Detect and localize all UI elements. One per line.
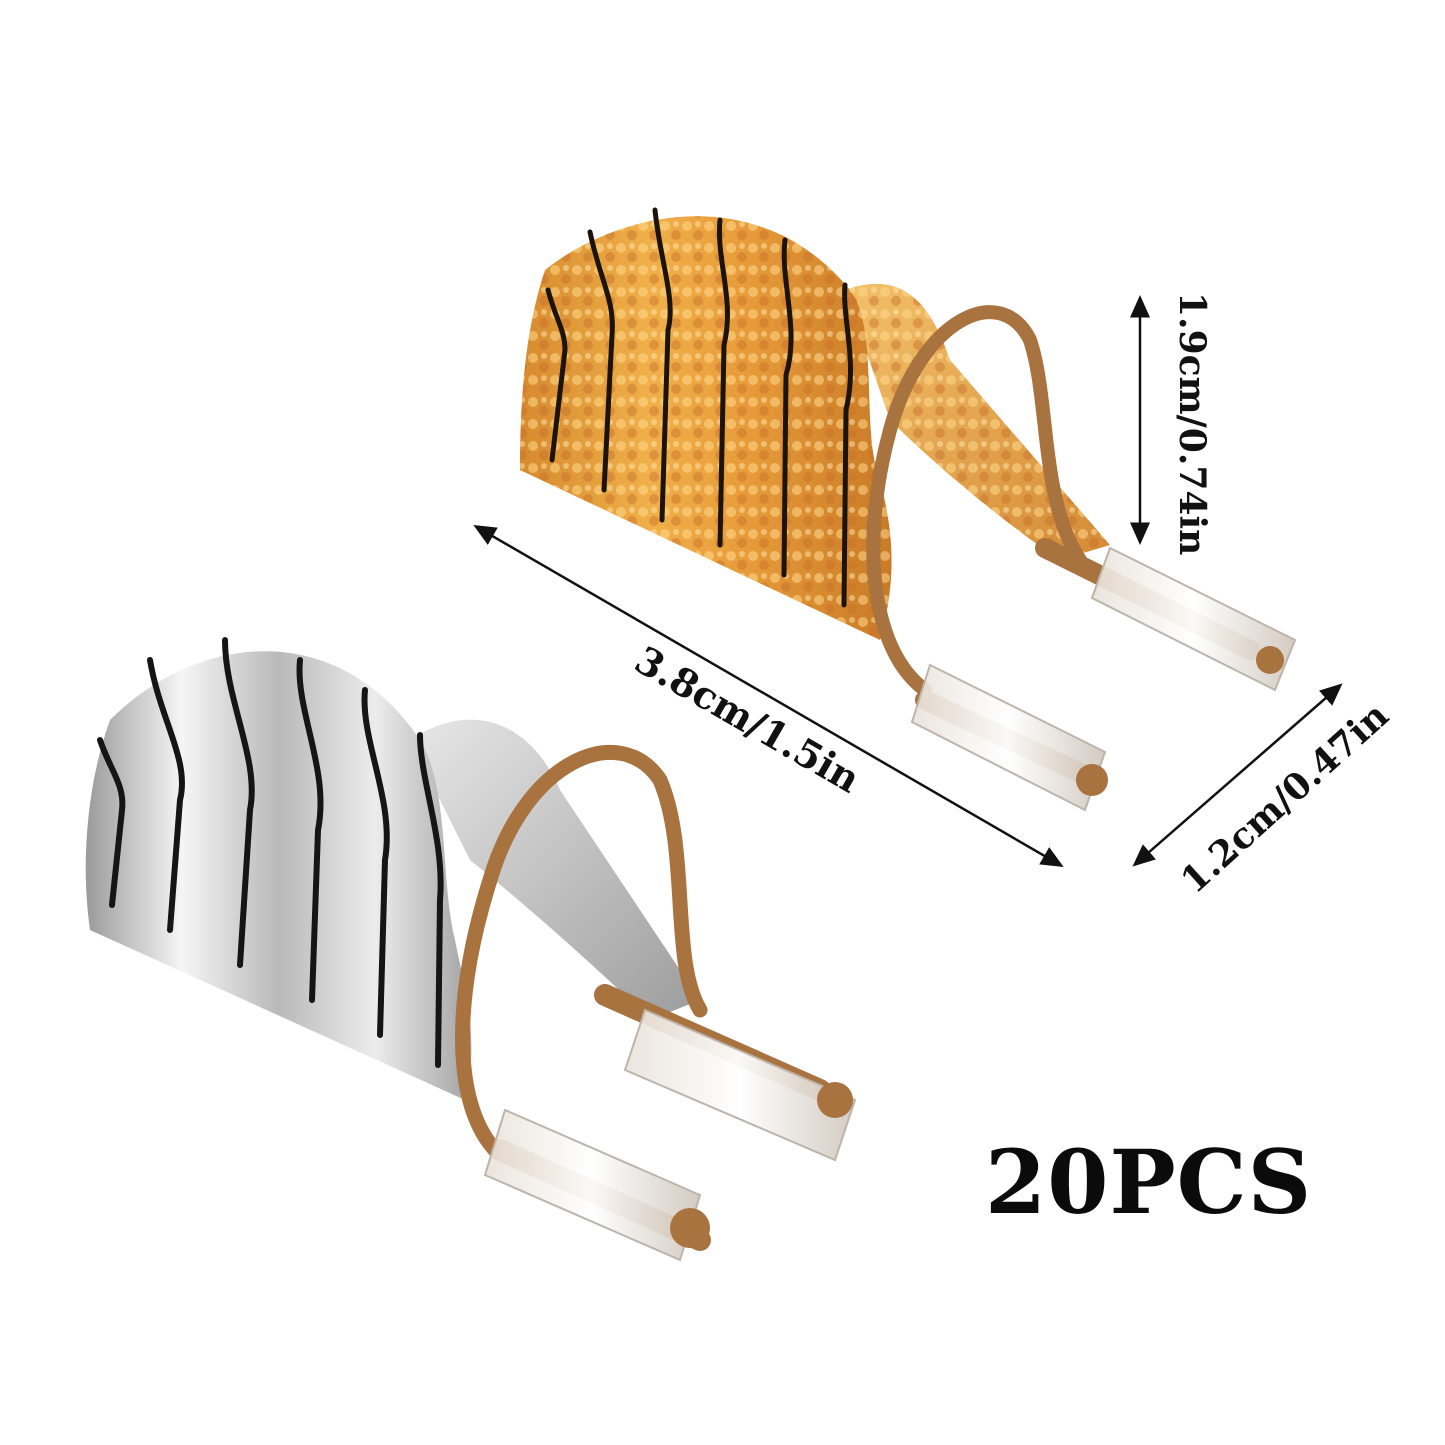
- dimension-arrows: [473, 295, 1343, 868]
- quantity-label: 20PCS: [985, 1130, 1313, 1234]
- gold-form-stripes: [545, 207, 853, 608]
- length-arrow: [473, 524, 1064, 868]
- width-arrow: [1132, 683, 1343, 867]
- gold-form-tube-left: [910, 663, 1108, 812]
- gold-form-tube-right: [1090, 546, 1297, 692]
- width-label: 1.2cm/0.47in: [1173, 694, 1397, 901]
- silver-form-tube-right: [623, 1008, 857, 1162]
- silver-form-tube-left: [483, 1108, 710, 1262]
- height-label: 1.9cm/0.74in: [1171, 292, 1213, 555]
- silver-form-stripes: [97, 637, 444, 1068]
- silver-form-outer: [85, 651, 472, 1100]
